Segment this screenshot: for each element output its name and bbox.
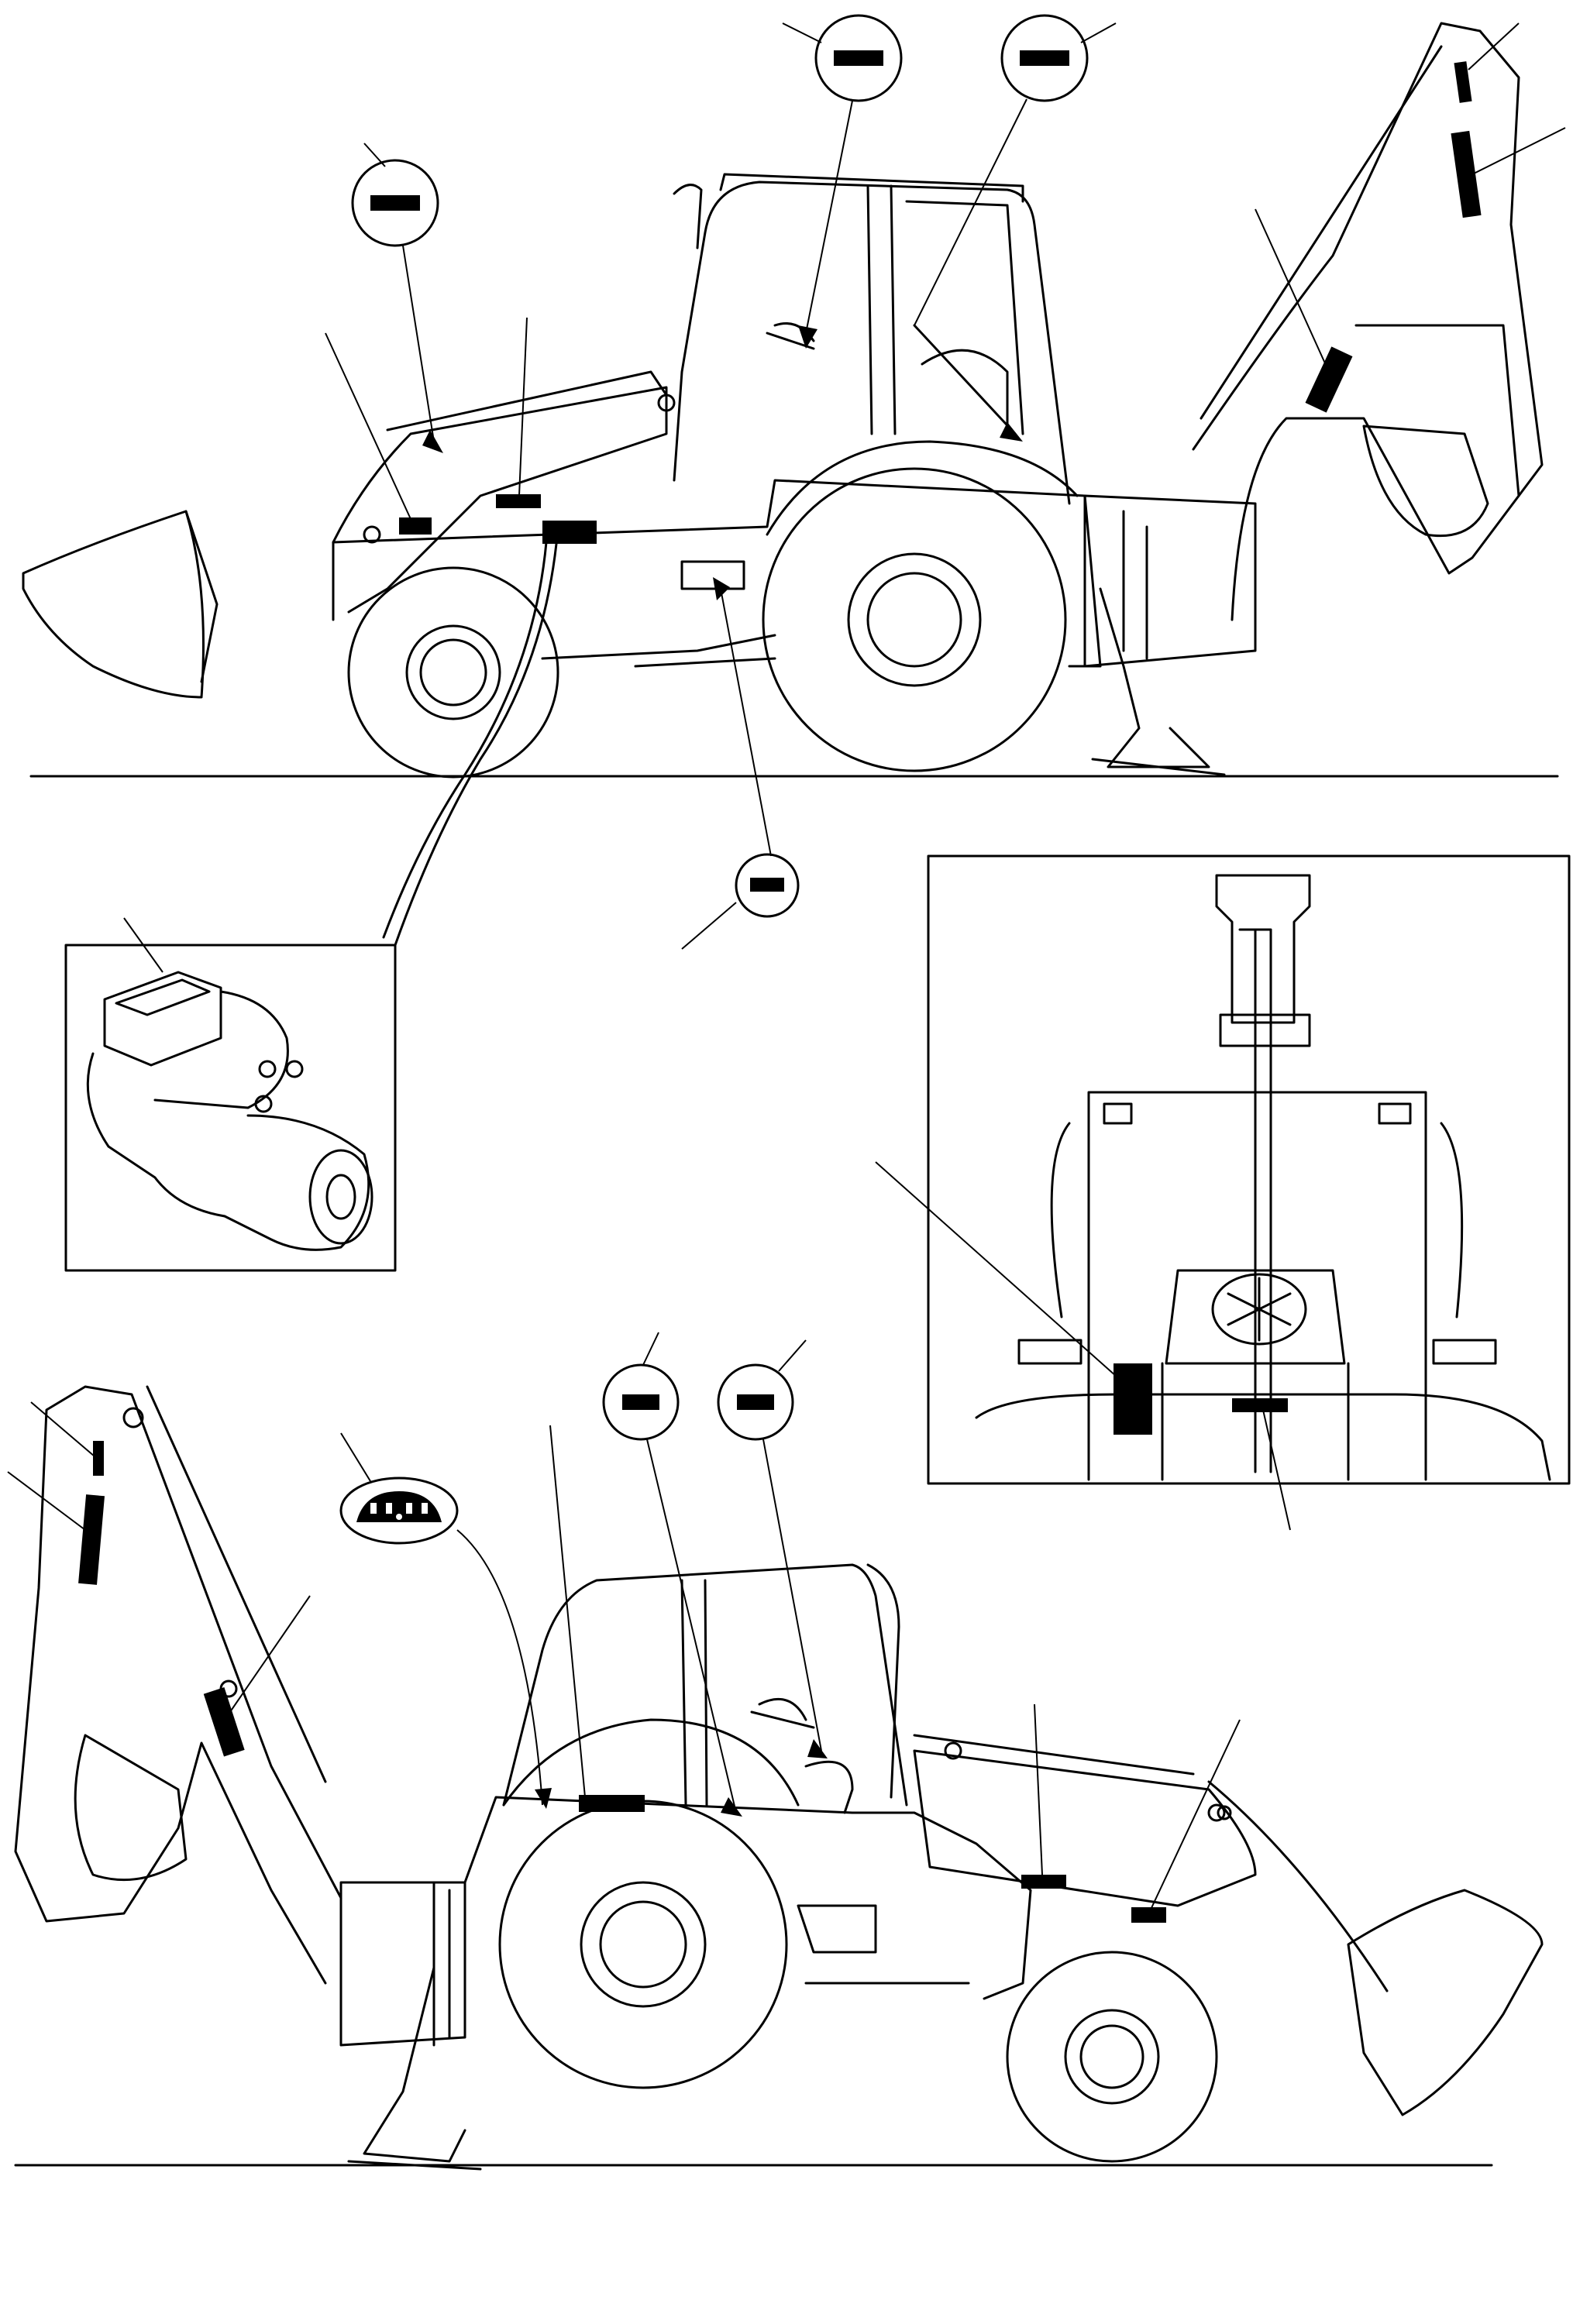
safety-label-marker: [78, 1494, 105, 1585]
bottom-side-view: [7, 1332, 1544, 2171]
backhoe-bucket-top: [1362, 425, 1489, 538]
safety-label-marker: [1113, 1363, 1152, 1435]
safety-label-marker: [1305, 346, 1353, 413]
callout-circle: [602, 1332, 742, 1817]
starter-inset-frame: [64, 944, 397, 1272]
rear-wheel-top: [762, 467, 1067, 772]
callout-circle: [913, 14, 1117, 442]
rear-wheel-bottom: [498, 1800, 788, 2089]
safety-label-marker: [1021, 1875, 1066, 1889]
roof-light-marker: [339, 1432, 552, 1809]
loader-boom-bottom: [913, 1749, 1257, 1907]
safety-label-marker: [496, 494, 541, 508]
swing-frame-top: [1083, 494, 1257, 668]
stabilizer-top: [1099, 587, 1210, 768]
callout-circle: [681, 577, 800, 950]
callout-circle: [717, 1339, 828, 1758]
front-wheel-top: [347, 566, 559, 779]
cab-top: [673, 180, 1071, 505]
safety-label-marker: [1131, 1907, 1166, 1923]
rear-view-inset: [875, 854, 1571, 1531]
chassis-bottom: [463, 1796, 1032, 2000]
safety-label-marker: [542, 521, 597, 544]
safety-label-marker: [399, 517, 432, 535]
safety-label-marker: [203, 1687, 245, 1757]
front-bucket-bottom: [1347, 1889, 1544, 2116]
callout-circle: [782, 14, 903, 349]
backhoe-bucket-bottom: [74, 1734, 188, 1882]
safety-label-marker: [579, 1795, 645, 1812]
safety-label-marker: [1232, 1398, 1288, 1412]
stabilizer-bottom: [363, 1966, 466, 2163]
starter-motor-inset: [64, 917, 397, 1272]
safety-label-marker: [1454, 61, 1472, 103]
safety-label-marker: [1451, 130, 1482, 218]
backhoe-boom-bottom: [14, 1385, 342, 1985]
backhoe-boom-top: [1192, 22, 1544, 621]
safety-label-marker: [93, 1441, 104, 1476]
cab-bottom: [502, 1563, 908, 1807]
callout-circle: [351, 143, 443, 453]
front-wheel-bottom: [1006, 1951, 1218, 2163]
front-bucket-top: [22, 510, 205, 699]
rear-inset-frame: [927, 854, 1571, 1485]
swing-frame-bottom: [339, 1881, 466, 2047]
chassis-top: [332, 479, 1102, 668]
top-side-view: [22, 14, 1566, 950]
